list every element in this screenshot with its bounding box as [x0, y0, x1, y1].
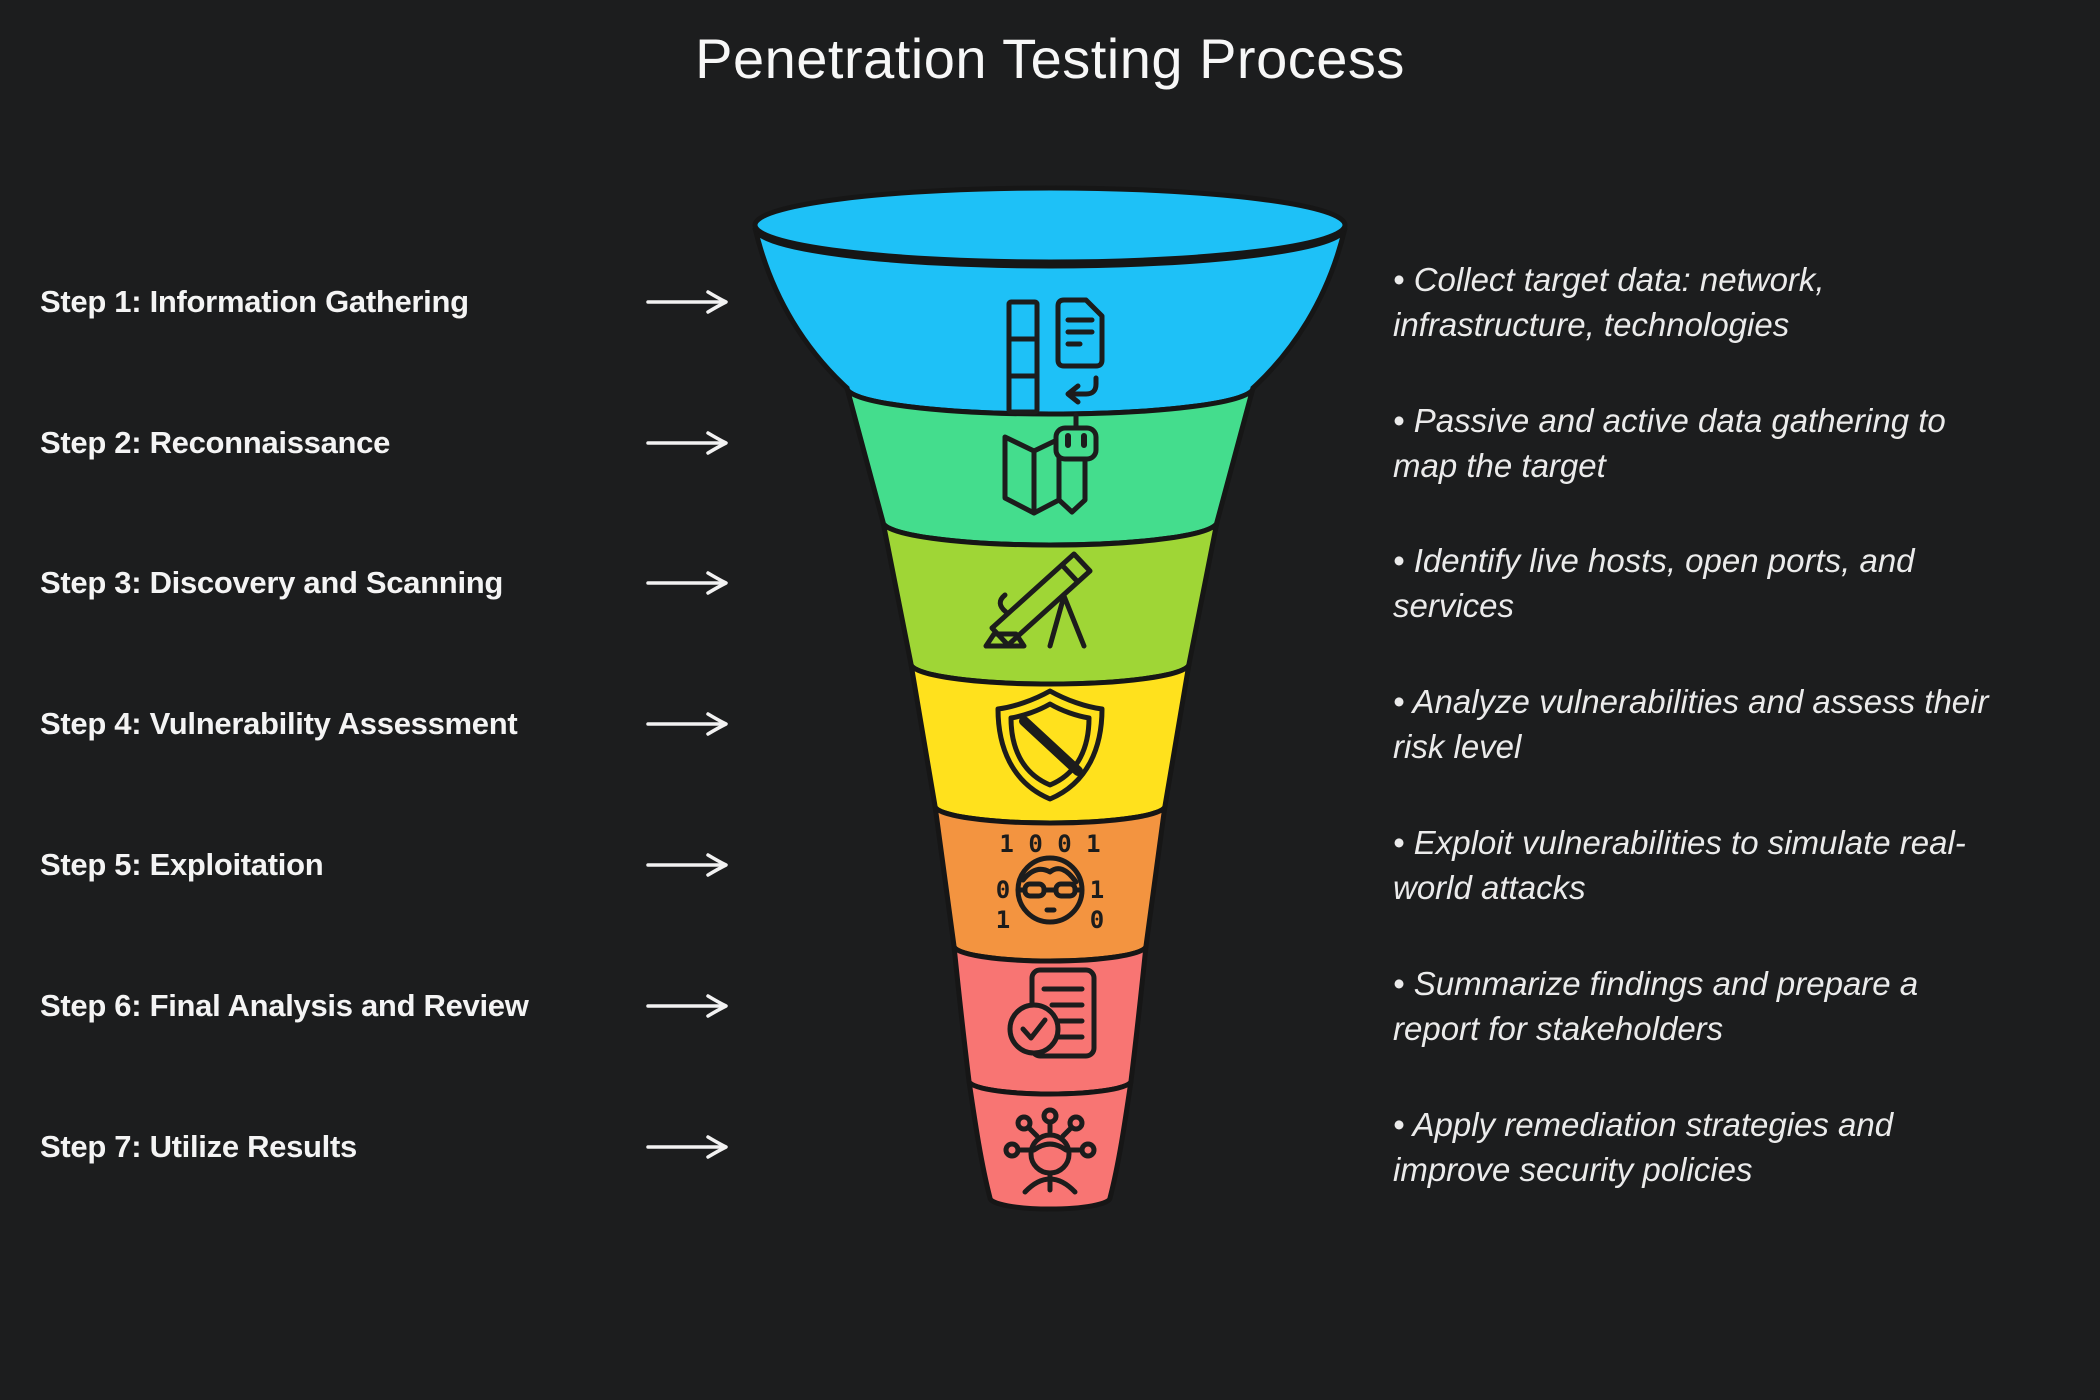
report-check-icon — [1007, 967, 1097, 1059]
funnel-segment-3 — [880, 521, 1220, 687]
step-label-1: Step 1: Information Gathering — [40, 284, 469, 319]
step-description-3: • Identify live hosts, open ports, and s… — [1393, 542, 1915, 624]
step-label-7: Step 7: Utilize Results — [40, 1129, 357, 1164]
data-collection-icon — [1006, 297, 1105, 415]
svg-text:1: 1 — [1090, 876, 1104, 904]
funnel-rim — [752, 185, 1348, 265]
svg-text:1 0 0 1: 1 0 0 1 — [999, 830, 1100, 858]
arrow-right-icon — [646, 571, 728, 595]
step-label-6: Step 6: Final Analysis and Review — [40, 988, 529, 1023]
map-robot-icon — [1002, 412, 1099, 516]
step-label-5: Step 5: Exploitation — [40, 847, 324, 882]
share-results-icon — [1003, 1107, 1097, 1195]
svg-text:1: 1 — [996, 906, 1010, 934]
svg-text:0: 0 — [1090, 906, 1104, 934]
page-title: Penetration Testing Process — [695, 27, 1405, 90]
arrow-right-icon — [646, 431, 728, 455]
svg-text:0: 0 — [996, 876, 1010, 904]
step-description-2: • Passive and active data gathering to m… — [1393, 402, 1946, 484]
telescope-icon — [983, 551, 1093, 649]
step-description-5: • Exploit vulnerabilities to simulate re… — [1393, 824, 1966, 906]
step-label-4: Step 4: Vulnerability Assessment — [40, 706, 518, 741]
hacker-binary-icon: 1 0 0 1 0 1 1 0 — [996, 830, 1104, 934]
step-label-3: Step 3: Discovery and Scanning — [40, 565, 504, 600]
arrow-right-icon — [646, 994, 728, 1018]
shield-slash-icon — [995, 688, 1105, 802]
step-description-4: • Analyze vulnerabilities and assess the… — [1393, 683, 1989, 765]
funnel-segment-2 — [844, 387, 1256, 548]
arrow-right-icon — [646, 290, 728, 314]
arrow-right-icon — [646, 1135, 728, 1159]
step-description-1: • Collect target data: network, infrastr… — [1393, 261, 1825, 343]
step-label-2: Step 2: Reconnaissance — [40, 425, 391, 460]
step-description-6: • Summarize findings and prepare a repor… — [1393, 965, 1919, 1047]
arrow-right-icon — [646, 712, 728, 736]
step-description-7: • Apply remediation strategies and impro… — [1393, 1106, 1894, 1188]
arrow-right-icon — [646, 853, 728, 877]
